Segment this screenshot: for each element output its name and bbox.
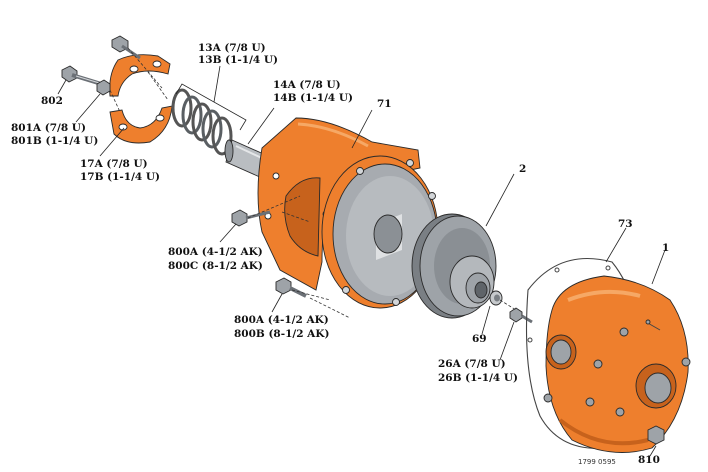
label-73: 73 (618, 218, 633, 230)
label-810: 810 (638, 454, 660, 466)
drain-plug-810 (647, 425, 665, 445)
cap-screw-800-lower (275, 277, 307, 298)
assembly-lines (109, 47, 517, 319)
impeller-screw (489, 290, 503, 306)
label-69: 69 (472, 333, 487, 345)
label-800a-lower: 800A (4-1/2 AK) (234, 314, 329, 326)
label-2: 2 (519, 163, 526, 175)
label-26a: 26A (7/8 U) (438, 358, 506, 370)
adapter-flange (321, 155, 439, 309)
label-13b: 13B (1-1/4 U) (198, 54, 278, 66)
label-802: 802 (41, 95, 63, 107)
label-71: 71 (377, 98, 392, 110)
label-800a-upper: 800A (4-1/2 AK) (168, 246, 263, 258)
label-17a: 17A (7/8 U) (80, 158, 148, 170)
clamp-bolt-top (111, 35, 141, 60)
label-14b: 14B (1-1/4 U) (273, 92, 353, 104)
clamp-nut-801 (96, 79, 111, 96)
label-1: 1 (662, 242, 669, 254)
label-801a: 801A (7/8 U) (11, 122, 86, 134)
label-17b: 17B (1-1/4 U) (80, 171, 160, 183)
label-800b: 800B (8-1/2 AK) (234, 328, 329, 340)
drawing-code: 1799 0595 (578, 458, 616, 466)
pump-casing (543, 275, 691, 453)
label-801b: 801B (1-1/4 U) (11, 135, 98, 147)
impeller (411, 213, 497, 319)
seal-bolt-26 (509, 307, 533, 324)
label-14a: 14A (7/8 U) (273, 79, 341, 91)
leader-lines (57, 65, 666, 457)
label-800c: 800C (8-1/2 AK) (168, 260, 263, 272)
label-26b: 26B (1-1/4 U) (438, 372, 518, 384)
slinger-coil (171, 88, 233, 156)
label-13a: 13A (7/8 U) (198, 42, 266, 54)
shaft-clamp-part (109, 54, 173, 144)
